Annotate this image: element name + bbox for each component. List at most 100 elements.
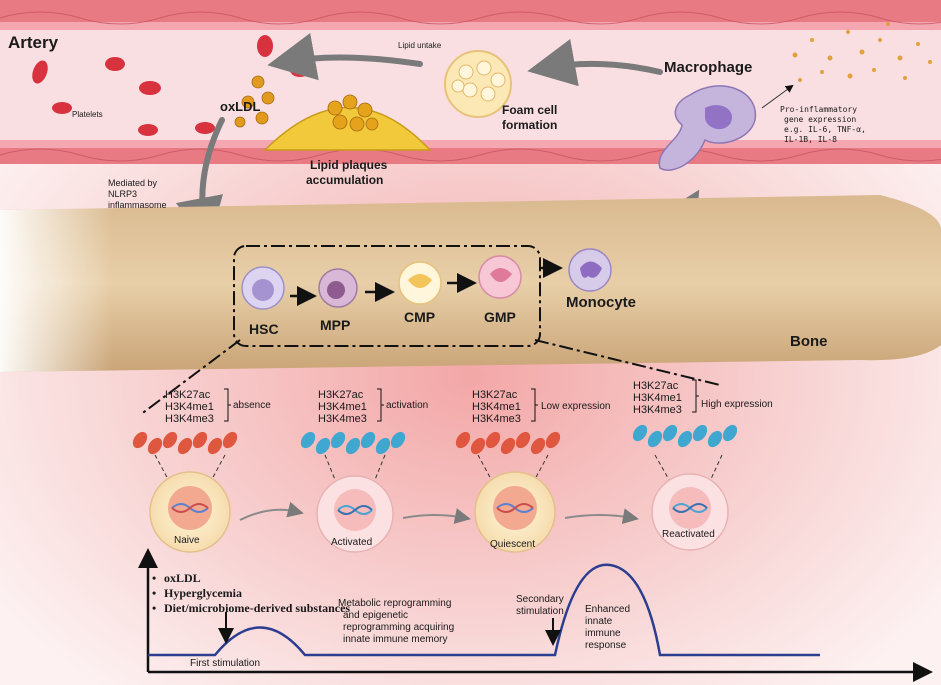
- reprogramming-label-1: Metabolic reprogramming: [338, 598, 451, 609]
- hsc-cell-icon: [241, 266, 285, 310]
- nucleosome: [515, 431, 531, 449]
- macrophage-label: Macrophage: [664, 59, 752, 76]
- plaques-label-1: Lipid plaques: [310, 158, 388, 172]
- state-activated-label: Activated: [331, 537, 372, 548]
- mark-h3k27ac: H3K27ac: [165, 389, 211, 401]
- mark-h3k4me1: H3K4me1: [165, 401, 214, 413]
- cmp-cell-icon: [398, 261, 442, 305]
- mark-h3k4me3: H3K4me3: [633, 404, 682, 416]
- platelets-label: Platelets: [72, 110, 103, 119]
- mark-h3k4me1: H3K4me1: [318, 401, 367, 413]
- stimulus-bullet-2: •: [152, 586, 156, 600]
- nucleosome: [632, 424, 648, 442]
- nucleosome: [162, 431, 178, 449]
- pro-inflammatory-label-2: gene expression: [784, 115, 856, 124]
- hsc-label: HSC: [249, 321, 279, 337]
- enhanced-label-1: Enhanced: [585, 604, 630, 615]
- nucleosome: [132, 431, 148, 449]
- nucleosome: [375, 437, 391, 455]
- naive-cell-icon: [149, 471, 231, 553]
- mpp-label: MPP: [320, 317, 350, 333]
- pro-inflammatory-label-4: IL-1B, IL-8: [784, 135, 837, 144]
- foam-cell-label-1: Foam cell: [502, 103, 557, 117]
- timeline-axes: [138, 548, 933, 682]
- state-reactivated-label: Reactivated: [662, 529, 715, 540]
- activated-cell-icon: [316, 475, 394, 553]
- stimulus-bullet-3: •: [152, 601, 156, 615]
- nucleosome: [300, 431, 316, 449]
- reactivated-cell-icon: [651, 473, 729, 551]
- mark-h3k4me3: H3K4me3: [165, 413, 214, 425]
- quiescent-cell-icon: [474, 471, 556, 553]
- foam-cell-label-2: formation: [502, 118, 557, 132]
- secondary-label-1: Secondary: [516, 594, 564, 605]
- progenitor-box: [233, 245, 541, 347]
- marks-reactivated: H3K27ac H3K4me1 H3K4me3 High expression: [633, 379, 773, 416]
- enhanced-label-4: response: [585, 640, 627, 651]
- mark-state-low-expression: Low expression: [541, 401, 610, 412]
- reprogramming-label-2: and epigenetic: [343, 610, 408, 621]
- bone-label: Bone: [790, 333, 828, 350]
- monocyte-label: Monocyte: [566, 294, 636, 311]
- mark-h3k4me1: H3K4me1: [633, 392, 682, 404]
- nucleosome: [722, 424, 738, 442]
- nucleosome: [207, 437, 223, 455]
- nucleosome: [470, 437, 486, 455]
- nucleosome: [330, 431, 346, 449]
- mark-h3k27ac: H3K27ac: [633, 380, 679, 392]
- nucleosome: [222, 431, 238, 449]
- nucleosome: [485, 431, 501, 449]
- cytokine-arrow: [761, 84, 794, 109]
- oxldl-label: oxLDL: [220, 99, 261, 114]
- oxldl-particles-icon: [234, 75, 275, 128]
- mediated-label-2: NLRP3: [108, 189, 137, 199]
- marks-activated: H3K27ac H3K4me1 H3K4me3 activation: [318, 388, 428, 425]
- mark-h3k27ac: H3K27ac: [318, 389, 364, 401]
- enhanced-label-3: immune: [585, 628, 621, 639]
- macrophage-icon: [658, 85, 757, 171]
- state-naive-label: Naive: [174, 535, 200, 546]
- state-quiescent-label: Quiescent: [490, 539, 535, 550]
- nucleosome: [677, 430, 693, 448]
- mediated-label-3: inflammasome: [108, 200, 167, 210]
- mark-state-high-expression: High expression: [701, 399, 773, 410]
- pro-inflammatory-label-1: Pro-inflammatory: [780, 105, 857, 114]
- lipid-uptake-label: Lipid untake: [398, 41, 442, 50]
- gmp-cell-icon: [478, 255, 522, 299]
- nucleosome: [177, 437, 193, 455]
- response-curve: [148, 563, 820, 657]
- reprogramming-label-4: innate immune memory: [343, 634, 447, 645]
- nucleosome: [692, 424, 708, 442]
- gmp-label: GMP: [484, 309, 516, 325]
- first-stimulation-label: First stimulation: [190, 658, 260, 669]
- secondary-label-2: stimulation: [516, 606, 564, 617]
- mark-h3k4me1: H3K4me1: [472, 401, 521, 413]
- mediated-label-1: Mediated by: [108, 178, 158, 188]
- nucleosome: [500, 437, 516, 455]
- zoom-lines: [139, 339, 721, 416]
- nucleosome-strands: [132, 424, 738, 455]
- mark-state-activation: activation: [386, 400, 428, 411]
- nucleosome: [662, 424, 678, 442]
- foam-cell-icon: [444, 50, 512, 118]
- nucleosome: [360, 431, 376, 449]
- marks-quiescent: H3K27ac H3K4me1 H3K4me3 Low expression: [472, 388, 610, 425]
- cytokine-dots: [792, 22, 932, 82]
- reprogramming-label-3: reprogramming acquiring: [343, 622, 454, 633]
- mpp-cell-icon: [318, 268, 358, 308]
- enhanced-label-2: innate: [585, 616, 613, 627]
- nucleosome: [647, 430, 663, 448]
- monocyte-cell-icon: [568, 248, 612, 292]
- nucleosome: [455, 431, 471, 449]
- plaques-label-2: accumulation: [306, 173, 383, 187]
- nucleosome: [707, 430, 723, 448]
- pro-inflammatory-label-3: e.g. IL-6, TNF-α,: [784, 125, 866, 134]
- nucleosome: [530, 437, 546, 455]
- nucleosome: [147, 437, 163, 455]
- nucleosome: [545, 431, 561, 449]
- artery-label: Artery: [8, 33, 59, 52]
- marks-naive: H3K27ac H3K4me1 H3K4me3 absence: [165, 388, 271, 425]
- cmp-label: CMP: [404, 309, 435, 325]
